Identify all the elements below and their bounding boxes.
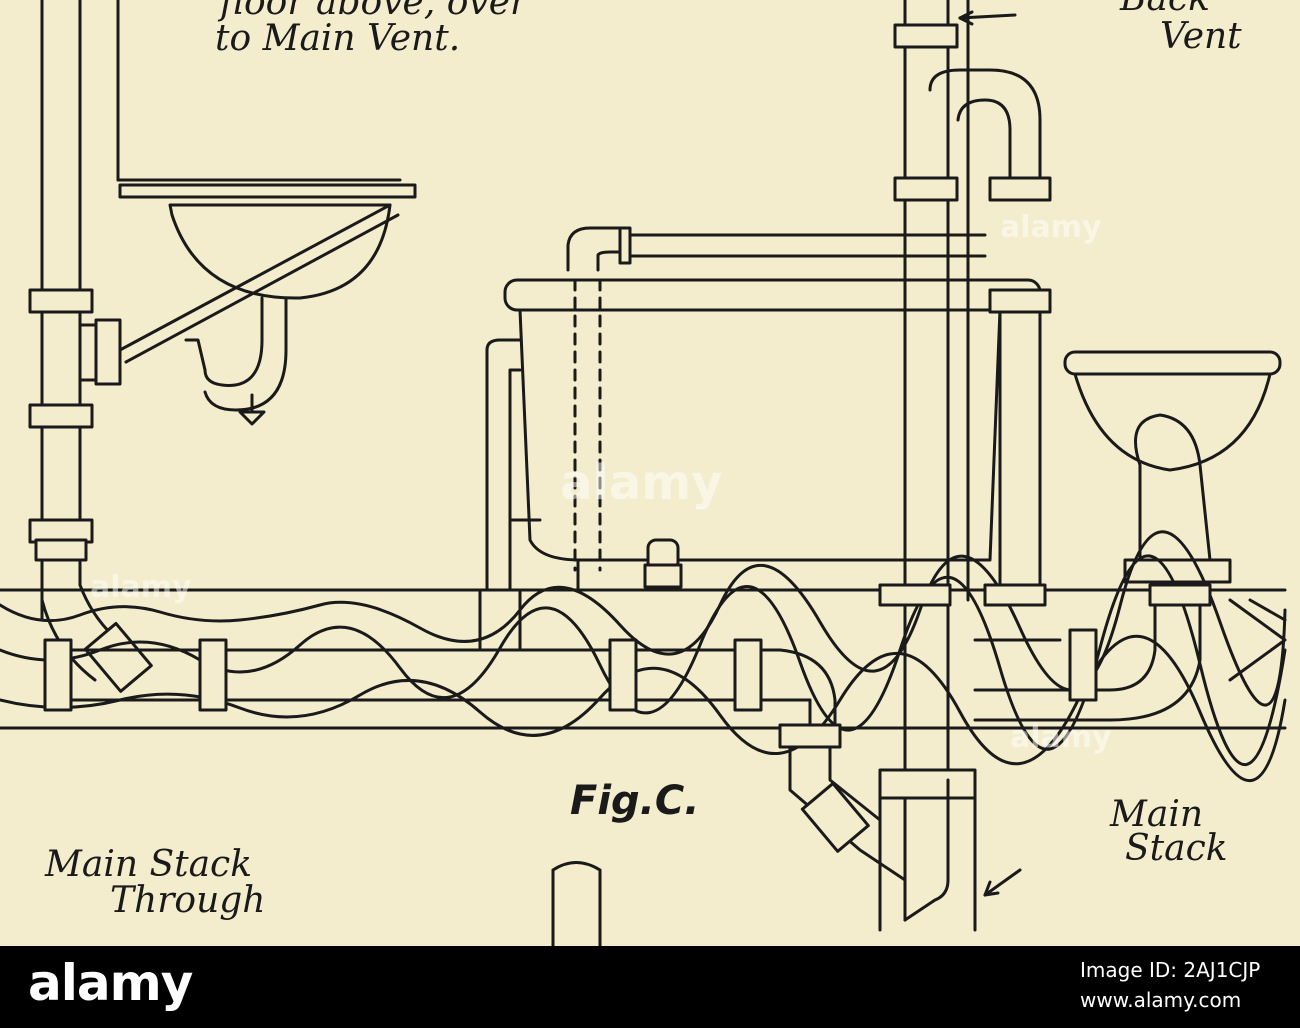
stack-stub: [551, 861, 602, 946]
toilet: [1063, 350, 1282, 584]
watermark: alamy: [90, 570, 192, 605]
floor-joist: [0, 530, 1287, 782]
label-main-stack-left: Main Stack: [45, 844, 253, 885]
main-stack: [878, 0, 1052, 932]
label-stack-right: Stack: [1125, 828, 1228, 869]
back-vent-leader: [958, 13, 1017, 20]
footer-bar: alamy Image ID: 2AJ1CJP www.alamy.com: [0, 946, 1300, 1028]
plumbing-diagram: [0, 0, 1287, 946]
label-main-right: Main: [1110, 794, 1204, 835]
watermark: alamy: [1010, 720, 1112, 755]
brand-logo[interactable]: alamy: [28, 954, 193, 1012]
label-vent: Vent: [1160, 16, 1242, 57]
main-stack-leader: [983, 868, 1022, 897]
site-url[interactable]: www.alamy.com: [1080, 988, 1242, 1012]
sink: [116, 178, 417, 426]
label-through: Through: [110, 880, 266, 921]
horizontal-drain: [43, 583, 1212, 882]
left-vertical-pipe: [28, 0, 153, 693]
figure-caption: Fig.C.: [570, 778, 700, 824]
watermark: alamy: [560, 455, 723, 511]
image-id: Image ID: 2AJ1CJP: [1080, 958, 1261, 982]
label-floor-above: floor above, over: [220, 0, 528, 23]
watermark: alamy: [1000, 210, 1102, 245]
label-back: Back: [1120, 0, 1210, 17]
label-to-main-vent: to Main Vent.: [215, 18, 461, 59]
